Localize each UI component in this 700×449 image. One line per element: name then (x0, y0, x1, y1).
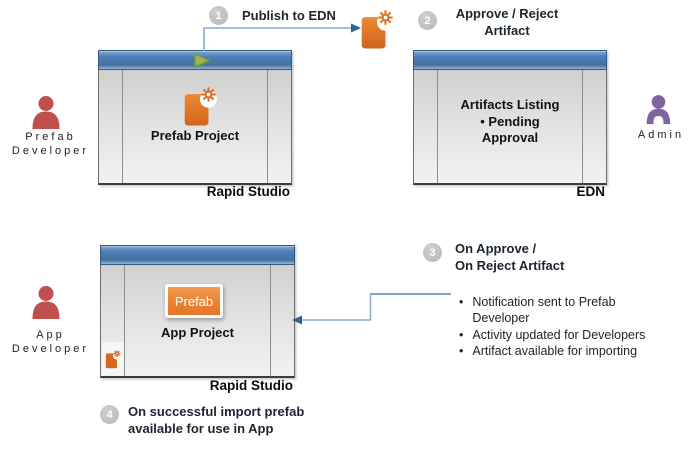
bullet-icon: • (459, 295, 464, 309)
listing-line: • Pending (480, 113, 540, 129)
step-2-label: Approve / Reject Artifact (447, 6, 567, 39)
window-titlebar (98, 50, 292, 70)
artifacts-listing: Artifacts Listing • Pending Approval (438, 97, 582, 147)
project-label: App Project (161, 325, 234, 340)
step-label-line: On Approve / (455, 241, 537, 256)
artifact-icon-small (105, 349, 121, 368)
step-label-line: On Reject Artifact (455, 257, 565, 273)
actor-label-line: Prefab (25, 131, 76, 143)
step-3-circle: 3 (423, 243, 442, 262)
bullet-icon: • (459, 344, 464, 359)
window-divider (270, 265, 271, 376)
admin-label: Admin (620, 128, 699, 142)
window-divider (267, 70, 268, 183)
imported-artifact-box (102, 342, 124, 375)
actor-label-line: App (36, 329, 65, 341)
published-artifact-icon (361, 10, 394, 49)
project-label: Prefab Project (150, 128, 240, 143)
window-rapid-studio-prefab: Prefab Project (98, 50, 292, 185)
window-divider (122, 70, 123, 183)
artifact-icon (184, 87, 217, 126)
prefab-developer-icon (32, 96, 60, 129)
step-4-circle: 4 (100, 405, 119, 424)
window-titlebar (100, 245, 295, 265)
window-divider (124, 265, 125, 376)
window-caption-edn: EDN (576, 184, 605, 199)
admin-icon (646, 95, 671, 125)
step-1-label: Publish to EDN (242, 8, 336, 25)
play-icon (194, 53, 211, 68)
note-text: Activity updated for Developers (472, 327, 646, 342)
actor-label-line: Developer (11, 343, 90, 355)
window-titlebar (413, 50, 607, 70)
listing-line: Artifacts Listing (460, 97, 560, 112)
window-divider (437, 70, 438, 183)
bullet-icon: • (459, 327, 464, 342)
window-rapid-studio-app: Prefab App Project (100, 245, 295, 378)
step-label-line: On successful import prefab (128, 404, 305, 419)
step-1-circle: 1 (209, 6, 228, 25)
step-label-line: available for use in App (128, 420, 274, 436)
step-2-circle: 2 (418, 11, 437, 30)
prefab-badge: Prefab (165, 284, 223, 318)
note-text: Artifact available for importing (472, 344, 638, 359)
step-label-line: Publish to EDN (242, 8, 336, 23)
actor-label-line: Admin (637, 129, 685, 141)
step-3-label: On Approve / On Reject Artifact (455, 241, 564, 274)
prefab-developer-label: Prefab Developer (0, 130, 98, 158)
step-label-line: Artifact (484, 22, 530, 38)
note-item: • Artifact available for importing (459, 343, 671, 359)
window-caption-rapid-studio-1: Rapid Studio (206, 184, 290, 199)
approve-connector-line (302, 293, 372, 321)
note-text: Notification sent to Prefab Developer (472, 295, 616, 326)
note-item: • Activity updated for Developers (459, 327, 671, 343)
actor-label-line: Developer (11, 145, 90, 157)
listing-line: Approval (481, 130, 539, 145)
step-label-line: Approve / Reject (455, 6, 559, 21)
publish-connector-line (203, 27, 351, 51)
window-divider (582, 70, 583, 183)
app-developer-label: App Developer (0, 328, 98, 356)
step-4-label: On successful import prefab available fo… (128, 404, 304, 437)
approve-notes-list: • Notification sent to Prefab Developer … (459, 294, 671, 360)
app-developer-icon (32, 286, 60, 319)
window-edn: Artifacts Listing • Pending Approval (413, 50, 607, 185)
note-item: • Notification sent to Prefab Developer (459, 294, 671, 327)
window-caption-rapid-studio-2: Rapid Studio (209, 378, 293, 393)
